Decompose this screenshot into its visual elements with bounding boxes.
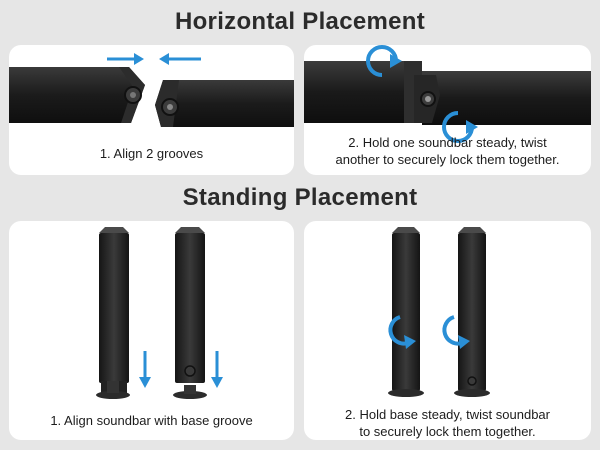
standing-step-1-panel: 1. Align soundbar with base groove [9, 221, 294, 440]
horizontal-step-1-caption: 1. Align 2 grooves [99, 146, 204, 161]
left-soundbar [9, 67, 145, 123]
twist-arrow-icon [366, 45, 402, 77]
standing-twist-illustration [388, 227, 490, 397]
caption-line: 2. Hold base steady, twist soundbar [345, 407, 550, 422]
joined-soundbars [304, 61, 591, 125]
align-arrow-left-icon [159, 53, 201, 65]
standing-step-2-panel: 2. Hold base steady, twist soundbar to s… [304, 221, 591, 440]
left-standing-soundbar [99, 227, 129, 393]
down-arrow-icon [211, 351, 223, 388]
caption-line: another to securely lock them together. [335, 152, 560, 167]
left-standing-soundbar [388, 227, 424, 397]
standing-placement-heading: Standing Placement [182, 184, 418, 211]
standing-step-2-caption: 2. Hold base steady, twist soundbar to s… [304, 406, 591, 440]
horizontal-placement-heading: Horizontal Placement [174, 8, 426, 35]
standing-step-1-caption: 1. Align soundbar with base groove [50, 413, 253, 428]
standing-align-illustration [96, 227, 223, 399]
left-base [96, 381, 130, 399]
horizontal-twist-illustration [304, 45, 591, 143]
align-arrow-right-icon [107, 53, 144, 65]
horizontal-step-2-panel: 2. Hold one soundbar steady, twist anoth… [304, 45, 591, 175]
horizontal-step-1-panel: 1. Align 2 grooves [9, 45, 294, 175]
twist-arrow-icon [442, 111, 478, 143]
down-arrow-icon [139, 351, 151, 388]
right-base [173, 385, 207, 399]
twist-arrow-icon [442, 315, 470, 349]
horizontal-step-2-caption: 2. Hold one soundbar steady, twist anoth… [304, 134, 591, 168]
right-standing-soundbar [454, 227, 490, 397]
right-standing-soundbar [175, 227, 205, 383]
twist-arrow-icon [388, 315, 416, 349]
caption-line: 2. Hold one soundbar steady, twist [348, 135, 547, 150]
right-soundbar [155, 80, 294, 127]
caption-line: to securely lock them together. [359, 424, 536, 439]
horizontal-align-illustration [9, 53, 294, 127]
